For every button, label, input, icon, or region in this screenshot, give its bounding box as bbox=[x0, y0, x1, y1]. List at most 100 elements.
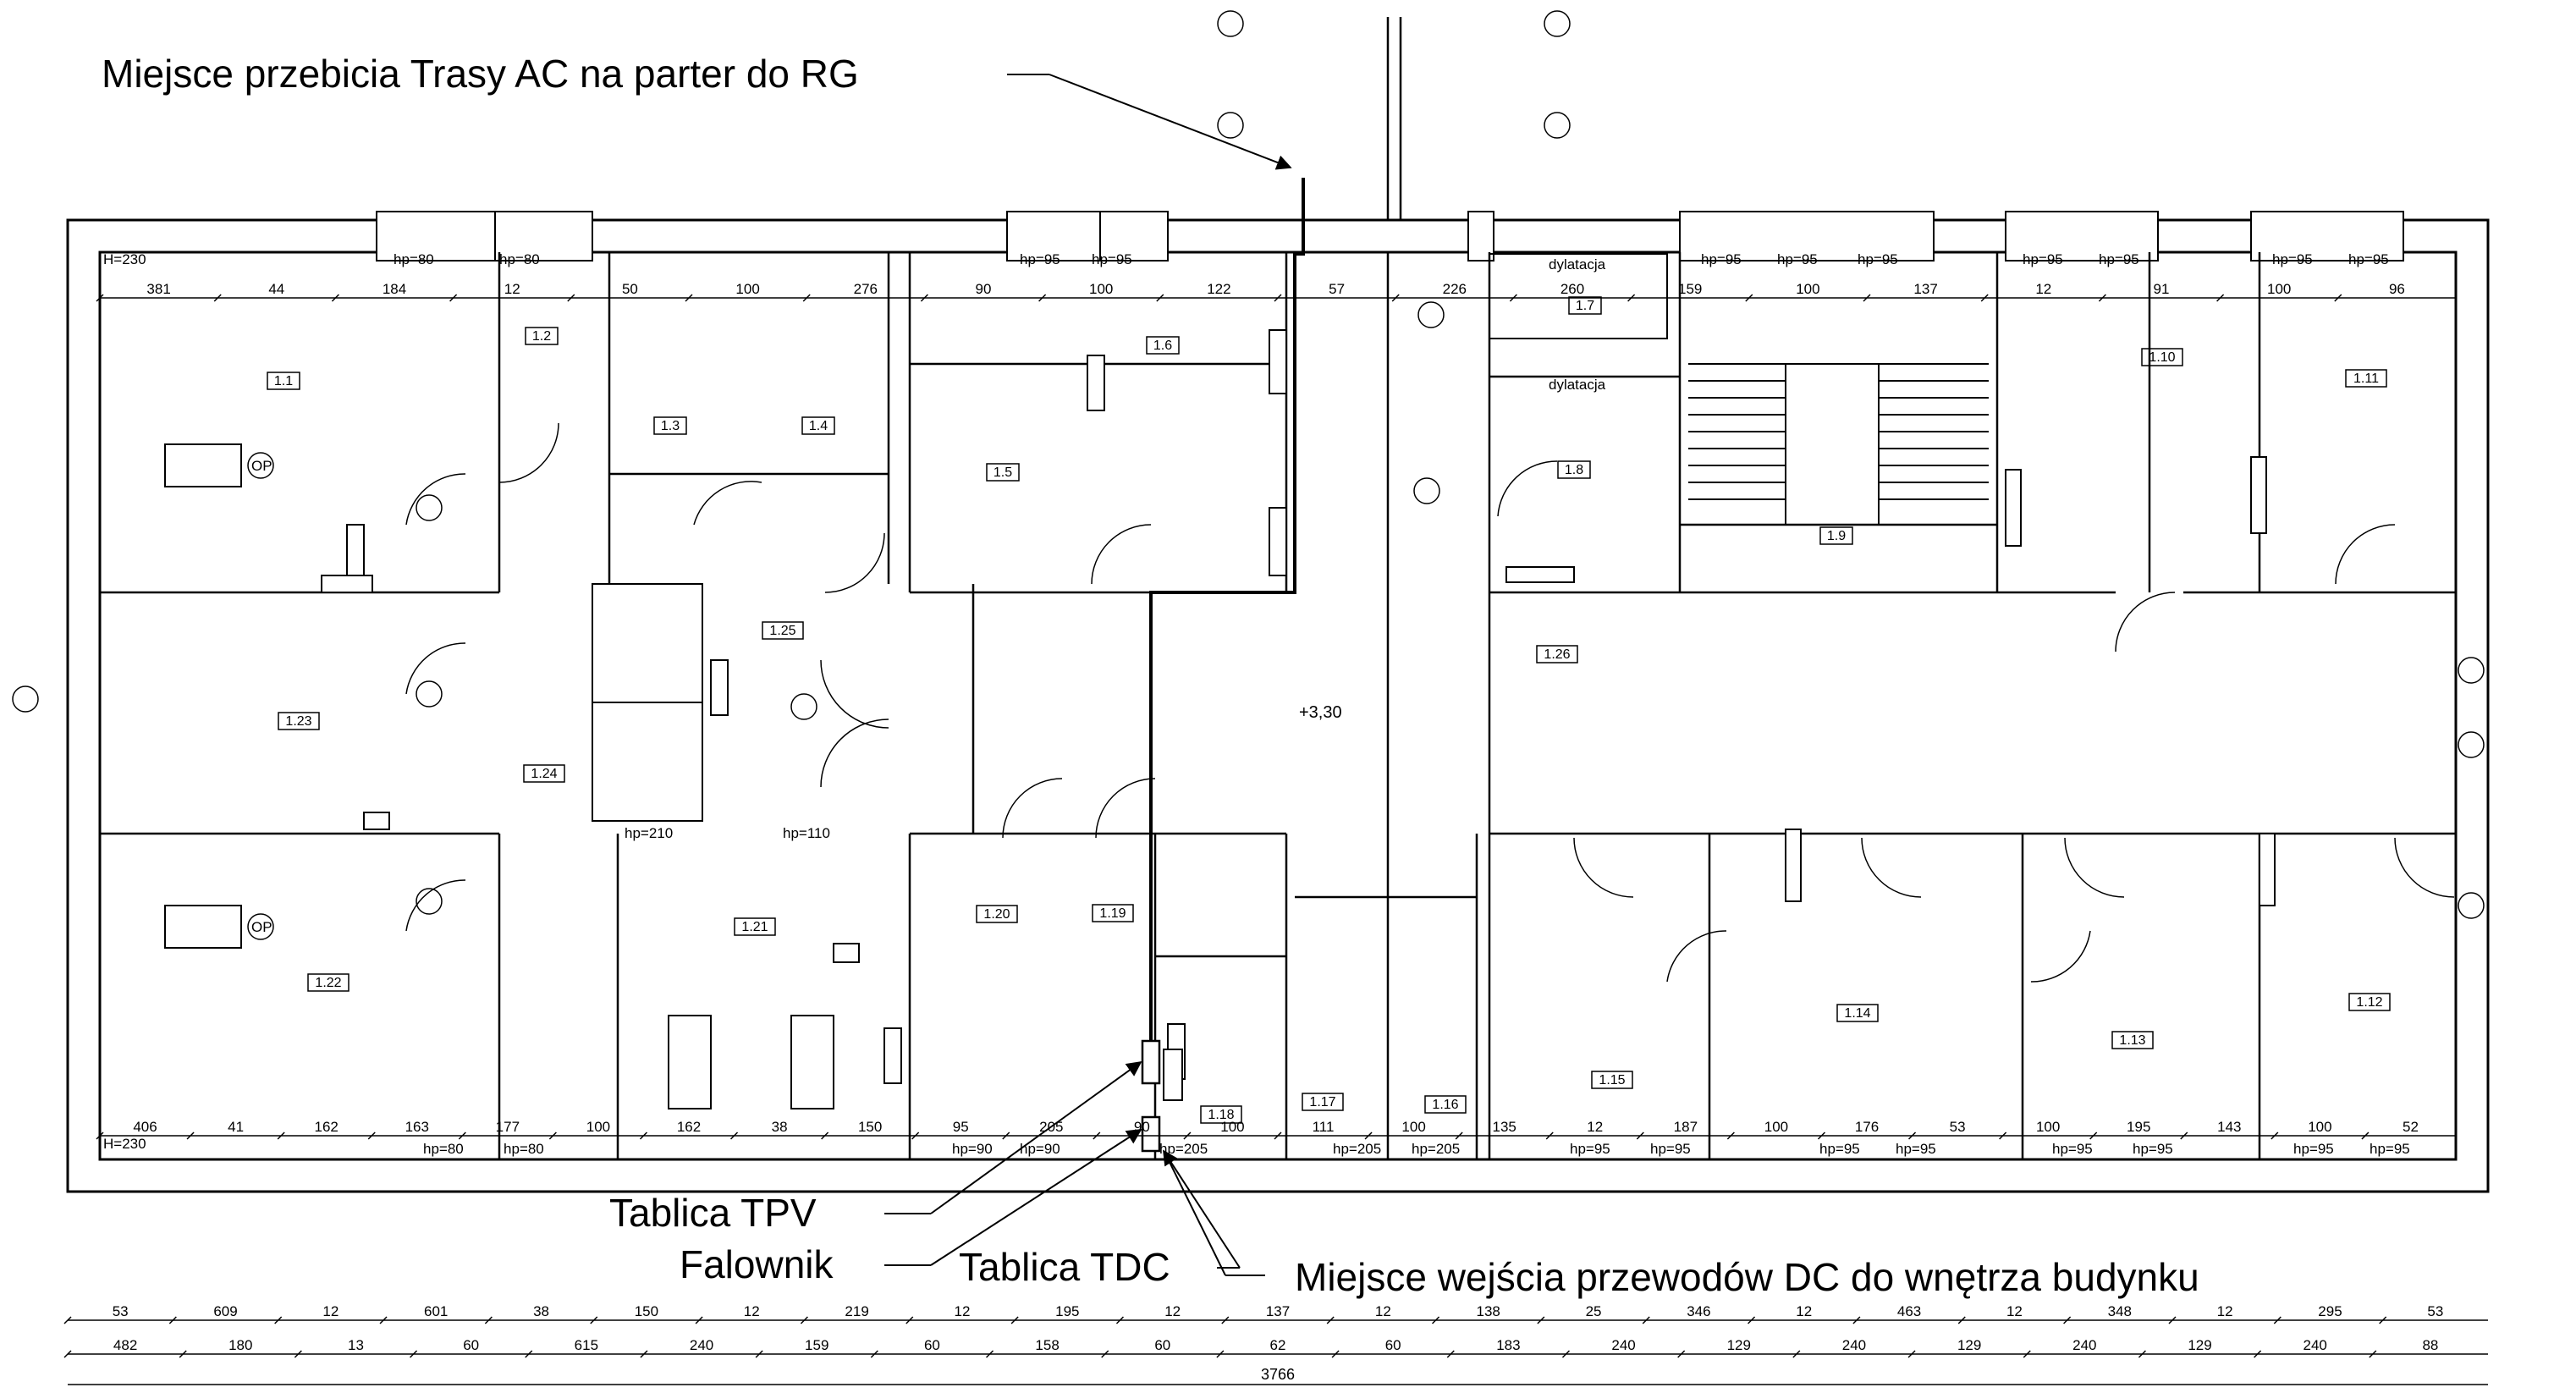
window-height-label: hp=95 bbox=[1650, 1141, 1691, 1157]
dimension-label: 12 bbox=[744, 1303, 760, 1319]
dimension-label: 195 bbox=[2127, 1119, 2150, 1135]
op-label: OP bbox=[251, 919, 272, 935]
room-label-box bbox=[278, 712, 320, 730]
dimension-label: 60 bbox=[1385, 1337, 1401, 1353]
window-height-label: hp=95 bbox=[1701, 251, 1742, 267]
room-label: 1.10 bbox=[2149, 350, 2175, 365]
window-height-label: hp=95 bbox=[1858, 251, 1898, 267]
staircase bbox=[1688, 363, 1989, 526]
dimension-label: 406 bbox=[133, 1119, 157, 1135]
dimension-label: 205 bbox=[1039, 1119, 1063, 1135]
dimension-label: 38 bbox=[533, 1303, 549, 1319]
dimension-tick bbox=[331, 294, 339, 302]
dimension-tick bbox=[730, 1131, 739, 1140]
dimension-tick bbox=[821, 1131, 829, 1140]
dimension-label: 91 bbox=[2154, 281, 2170, 297]
window-height-label: hp=95 bbox=[1020, 251, 1060, 267]
dimension-label: 177 bbox=[496, 1119, 520, 1135]
dimension-label: 137 bbox=[1913, 281, 1937, 297]
dimension-label: 100 bbox=[2308, 1119, 2331, 1135]
dimension-tick bbox=[1115, 1316, 1125, 1324]
dimension-tick bbox=[1038, 294, 1047, 302]
room-label: 1.18 bbox=[1208, 1108, 1234, 1122]
room-label-box bbox=[1424, 1095, 1467, 1114]
callout-leaders bbox=[884, 74, 1292, 1276]
dimension-tick bbox=[1908, 1131, 1917, 1140]
dimension-label: 95 bbox=[953, 1119, 969, 1135]
room-label: 1.7 bbox=[1576, 299, 1594, 313]
dimension-tick bbox=[905, 1316, 914, 1324]
dimension-label: 90 bbox=[976, 281, 992, 297]
dimension-tick bbox=[1957, 1316, 1966, 1324]
room-label-box bbox=[2348, 993, 2391, 1011]
dimension-label: 162 bbox=[677, 1119, 701, 1135]
window-height-label: hp=80 bbox=[499, 251, 540, 267]
tpv-annotation: Tablica TPV bbox=[609, 1191, 817, 1235]
dimension-label: 240 bbox=[690, 1337, 713, 1353]
dimension-tick bbox=[1364, 1131, 1373, 1140]
window-height-label: hp=205 bbox=[1159, 1141, 1208, 1157]
room-label: 1.3 bbox=[661, 419, 680, 433]
window-height-label: hp=80 bbox=[394, 251, 434, 267]
room-label: 1.12 bbox=[2356, 995, 2382, 1010]
ceiling-height-label: H=230 bbox=[103, 251, 146, 267]
dimension-label: 143 bbox=[2217, 1119, 2241, 1135]
dimension-label: 100 bbox=[586, 1119, 610, 1135]
dimension-tick bbox=[1331, 1350, 1340, 1358]
room-label: 1.19 bbox=[1099, 906, 1126, 921]
dimension-tick bbox=[1852, 1316, 1861, 1324]
dimension-tick bbox=[1863, 294, 1871, 302]
dimension-label: 135 bbox=[1493, 1119, 1516, 1135]
dimension-tick bbox=[168, 1316, 177, 1324]
dimension-tick bbox=[1907, 1350, 1916, 1358]
op-label: OP bbox=[251, 458, 272, 474]
dimension-tick bbox=[2273, 1316, 2282, 1324]
dimension-label: 60 bbox=[924, 1337, 940, 1353]
expansion-joint-label: dylatacja bbox=[1549, 377, 1606, 393]
dimension-tick bbox=[1980, 294, 1989, 302]
tdc-annotation: Tablica TDC bbox=[959, 1245, 1170, 1289]
dimension-tick bbox=[2138, 1350, 2146, 1358]
dc-entry-annotation: Miejsce wejścia przewodów DC do wnętrza … bbox=[1295, 1255, 2199, 1299]
room-label: 1.22 bbox=[315, 976, 341, 990]
dimension-label: 90 bbox=[1134, 1119, 1150, 1135]
dimension-tick bbox=[920, 294, 928, 302]
dimension-label: 159 bbox=[805, 1337, 828, 1353]
dimension-label: 219 bbox=[845, 1303, 868, 1319]
dimension-tick bbox=[911, 1131, 920, 1140]
dimension-label: 60 bbox=[1154, 1337, 1170, 1353]
dimension-tick bbox=[1326, 1316, 1335, 1324]
dimension-tick bbox=[1636, 1131, 1644, 1140]
dimension-label: 100 bbox=[2267, 281, 2291, 297]
dimension-tick bbox=[1817, 1131, 1825, 1140]
window-height-label: hp=80 bbox=[504, 1141, 544, 1157]
ac-cable-route bbox=[1149, 178, 1305, 1054]
room-label: 1.8 bbox=[1565, 463, 1583, 477]
dimension-label: 176 bbox=[1855, 1119, 1879, 1135]
dimension-tick bbox=[484, 1316, 493, 1324]
dimension-label: 12 bbox=[504, 281, 520, 297]
room-label: 1.16 bbox=[1432, 1098, 1458, 1112]
room-label: 1.2 bbox=[532, 329, 551, 344]
window-height-label: hp=90 bbox=[952, 1141, 993, 1157]
dimension-tick bbox=[277, 1131, 285, 1140]
dimension-tick bbox=[1537, 1316, 1545, 1324]
room-label: 1.11 bbox=[2353, 372, 2379, 386]
dimension-label: 12 bbox=[1796, 1303, 1812, 1319]
dimension-tick bbox=[96, 294, 104, 302]
dimension-label: 50 bbox=[622, 281, 638, 297]
dimension-label: 122 bbox=[1207, 281, 1230, 297]
dimension-tick bbox=[1156, 294, 1164, 302]
dimension-lines bbox=[68, 297, 2488, 1385]
room-label: 1.23 bbox=[285, 714, 311, 729]
dimension-label: 38 bbox=[772, 1119, 788, 1135]
dimension-label: 52 bbox=[2403, 1119, 2419, 1135]
dimension-label: 150 bbox=[635, 1303, 658, 1319]
room-label: 1.9 bbox=[1827, 529, 1846, 543]
dimension-label: 12 bbox=[954, 1303, 970, 1319]
dimension-label: 226 bbox=[1443, 281, 1467, 297]
dimension-tick bbox=[1101, 1350, 1109, 1358]
